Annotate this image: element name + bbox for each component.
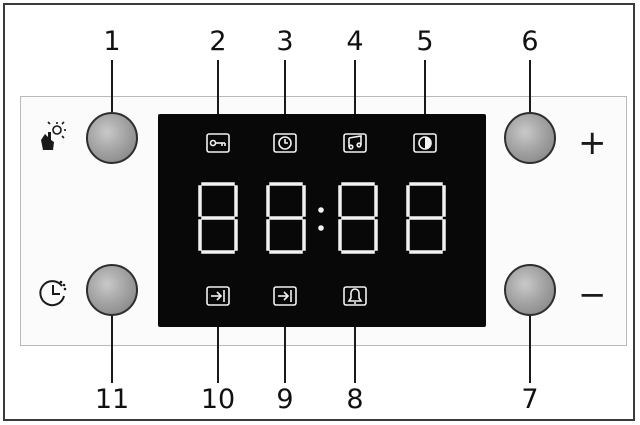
- callout-7: 7: [521, 384, 539, 415]
- callout-1: 1: [103, 26, 121, 57]
- clock-icon: [273, 133, 297, 153]
- minus-sign: −: [578, 275, 607, 315]
- callout-4: 4: [346, 26, 364, 57]
- cooking-duration-icon: [273, 286, 297, 306]
- outer-frame: [3, 3, 635, 421]
- digital-display: [158, 114, 486, 327]
- plus-sign: +: [578, 123, 607, 163]
- time-colon: [318, 207, 324, 231]
- key-lock-icon: [206, 133, 230, 153]
- hand-touch-icon: [41, 121, 66, 150]
- music-note-icon: [343, 133, 367, 153]
- digit-1: [198, 182, 238, 254]
- callout-2: 2: [209, 26, 227, 57]
- callout-11: 11: [94, 384, 130, 415]
- display-graphics: [198, 133, 446, 306]
- bell-icon: [343, 286, 367, 306]
- callout-10: 10: [200, 384, 236, 415]
- callout-3: 3: [276, 26, 294, 57]
- minus-button[interactable]: [504, 264, 556, 316]
- callout-5: 5: [416, 26, 434, 57]
- digit-3: [338, 182, 378, 254]
- brightness-fill: [425, 137, 431, 149]
- callout-9: 9: [276, 384, 294, 415]
- clock-function-button[interactable]: [86, 264, 138, 316]
- function-button[interactable]: [86, 112, 138, 164]
- plus-button[interactable]: [504, 112, 556, 164]
- digit-4: [406, 182, 446, 254]
- cooking-end-icon: [206, 286, 230, 306]
- callout-8: 8: [346, 384, 364, 415]
- callout-6: 6: [521, 26, 539, 57]
- digit-2: [266, 182, 306, 254]
- timer-clock-icon: [39, 280, 67, 307]
